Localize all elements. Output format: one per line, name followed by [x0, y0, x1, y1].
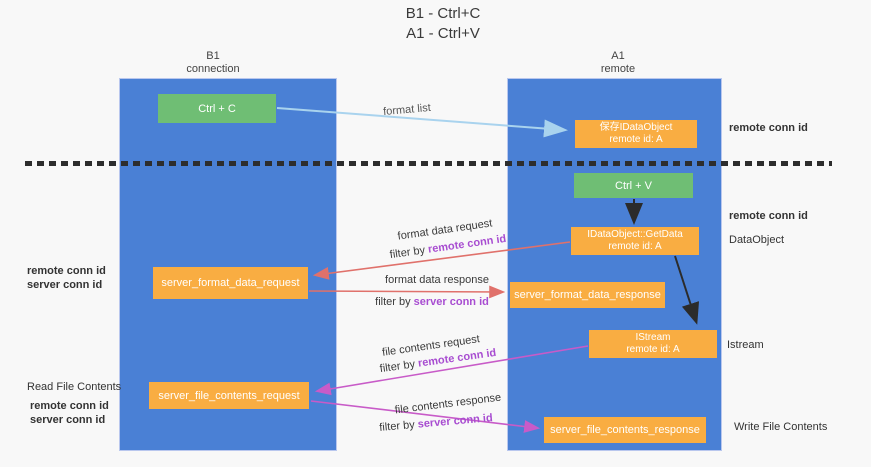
file-contents-response-arrow — [310, 400, 541, 433]
getdata-to-istream-arrow — [674, 255, 700, 325]
diagram-title: B1 - Ctrl+C A1 - Ctrl+V — [343, 4, 543, 44]
write-file-contents-label: Write File Contents — [734, 421, 828, 433]
server-conn-id-left-label-2: server conn id — [30, 414, 106, 426]
lane-header-a1: A1 remote — [538, 50, 698, 76]
getdata-line1: IDataObject::GetData — [587, 229, 683, 240]
save-idataobject-box: 保存IDataObject remote id: A — [575, 120, 697, 148]
format-data-response-arrow — [308, 285, 506, 299]
istream-box: IStream remote id: A — [589, 330, 717, 358]
read-file-contents-label: Read File Contents — [27, 381, 122, 393]
server-format-data-response-label: server_format_data_response — [514, 289, 661, 301]
remote-conn-id-left-label-2: remote conn id — [30, 400, 109, 412]
server-conn-id-text: server conn id — [413, 296, 489, 308]
title-line-1: B1 - Ctrl+C — [405, 5, 481, 22]
filter-by-text: filter by — [375, 296, 414, 308]
server-format-data-response-box: server_format_data_response — [510, 282, 665, 308]
ctrl-v-action-box: Ctrl + V — [574, 173, 693, 198]
dataobject-side-label: DataObject — [729, 234, 785, 246]
save-idataobject-line2: remote id: A — [609, 134, 663, 145]
istream-line2: remote id: A — [626, 344, 680, 355]
server-format-data-request-label: server_format_data_request — [161, 277, 300, 289]
title-line-2: A1 - Ctrl+V — [406, 25, 480, 42]
ctrl-c-action-box: Ctrl + C — [158, 94, 276, 123]
server-file-contents-request-box: server_file_contents_request — [149, 382, 309, 409]
server-file-contents-response-label: server_file_contents_response — [550, 424, 700, 436]
idataobject-getdata-box: IDataObject::GetData remote id: A — [571, 227, 699, 255]
lane-b1-role: connection — [186, 63, 240, 75]
getdata-line2: remote id: A — [608, 241, 662, 252]
ctrl-c-label: Ctrl + C — [198, 102, 236, 115]
save-idataobject-line1: 保存IDataObject — [599, 122, 673, 133]
ctrl-v-label: Ctrl + V — [615, 179, 652, 192]
server-file-contents-response-box: server_file_contents_response — [544, 417, 706, 443]
server-file-contents-request-label: server_file_contents_request — [158, 389, 300, 402]
machine-boundary-dashed-line — [25, 161, 832, 166]
format-data-response-label: format data response — [385, 274, 489, 286]
filter-by-server-conn-id-label-1: filter by server conn id — [375, 296, 489, 308]
format-data-request-arrow — [312, 241, 571, 280]
istream-side-label: Istream — [727, 339, 764, 351]
lane-header-b1: B1 connection — [133, 50, 293, 76]
remote-conn-id-side-label-mid: remote conn id — [729, 210, 808, 222]
file-contents-request-arrow — [314, 345, 589, 396]
server-conn-id-left-label-1: server conn id — [27, 279, 103, 291]
remote-conn-id-side-label-top: remote conn id — [729, 122, 808, 134]
lane-b1-name: B1 — [206, 50, 220, 62]
remote-conn-id-left-label-1: remote conn id — [27, 265, 106, 277]
format-list-arrow — [276, 107, 568, 138]
lane-a1-name: A1 — [611, 50, 625, 62]
istream-line1: IStream — [635, 332, 671, 343]
server-format-data-request-box: server_format_data_request — [153, 267, 308, 299]
lane-a1-role: remote — [600, 63, 636, 75]
